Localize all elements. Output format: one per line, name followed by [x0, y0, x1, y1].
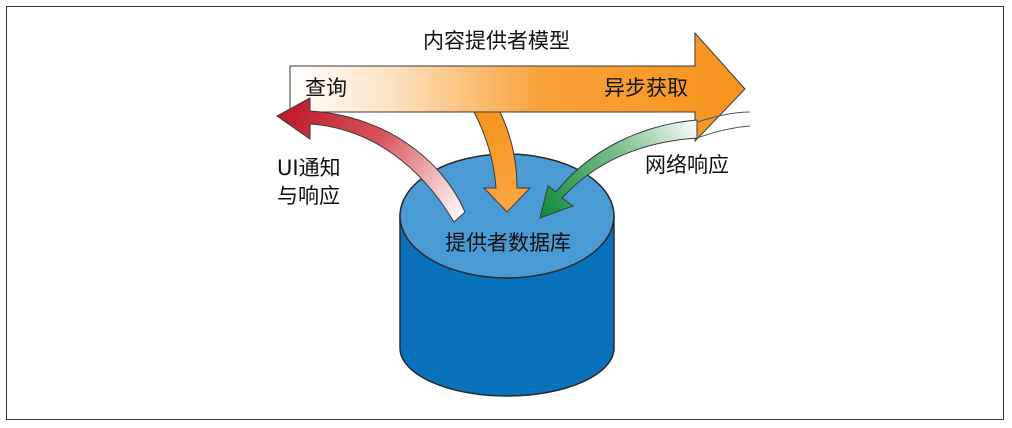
database-cylinder — [399, 153, 615, 397]
query-label: 查询 — [305, 76, 347, 100]
ui-notify-label-line1: UI通知 — [277, 156, 341, 180]
diagram-title: 内容提供者模型 — [423, 29, 570, 53]
network-response-arrow — [539, 119, 698, 219]
network-signal-lines — [696, 111, 751, 139]
async-fetch-label: 异步获取 — [604, 76, 688, 100]
main-flow-arrow — [289, 31, 746, 143]
ui-notify-arrow — [276, 97, 466, 223]
network-response-label: 网络响应 — [645, 153, 729, 177]
ui-notify-label-line2: 与响应 — [277, 183, 340, 208]
query-down-arrow — [473, 111, 532, 213]
ui-notify-label: UI通知 与响应 — [277, 155, 357, 210]
database-label: 提供者数据库 — [445, 231, 571, 255]
